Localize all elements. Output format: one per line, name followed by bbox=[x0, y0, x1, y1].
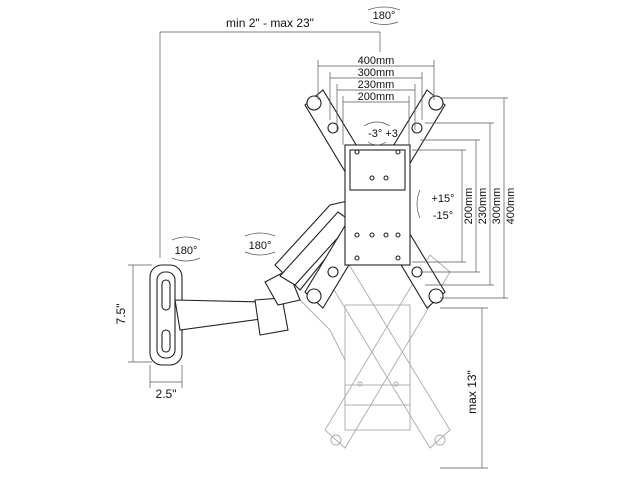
tilt-down-label: -15° bbox=[433, 210, 453, 222]
reach-dimension: min 2" - max 23" bbox=[159, 16, 381, 258]
v-dim-230: 230mm bbox=[477, 188, 489, 225]
plate-depth-label: 2.5" bbox=[156, 387, 177, 401]
vesa-bracket bbox=[304, 89, 446, 309]
top-rotation-label: 180° bbox=[373, 10, 396, 22]
lowered-position-ghost bbox=[299, 254, 451, 449]
tilt-up-label: +15° bbox=[431, 193, 454, 205]
wall-rotation-label: 180° bbox=[175, 245, 198, 257]
v-dim-300: 300mm bbox=[491, 188, 503, 225]
arm-rotation-label: 180° bbox=[249, 240, 272, 252]
h-dim-400: 400mm bbox=[358, 55, 395, 67]
v-dim-400: 400mm bbox=[505, 188, 517, 225]
wall-plate bbox=[149, 264, 183, 366]
arm-rotation: 180° bbox=[244, 232, 276, 256]
reach-label: min 2" - max 23" bbox=[226, 16, 314, 30]
plate-depth-dimension: 2.5" bbox=[149, 365, 183, 401]
max-drop-label: max 13" bbox=[465, 370, 479, 414]
plate-height-dimension: 7.5" bbox=[114, 264, 152, 363]
plate-height-label: 7.5" bbox=[114, 304, 128, 325]
max-drop-dimension: max 13" bbox=[440, 307, 488, 469]
swivel-indicator: -3° +3 bbox=[363, 121, 398, 146]
articulating-arm bbox=[174, 199, 359, 336]
horizontal-vesa-dims: 400mm 300mm 230mm 200mm bbox=[317, 55, 435, 145]
vertical-vesa-dims: 200mm 230mm 300mm 400mm bbox=[412, 97, 517, 299]
h-dim-230: 230mm bbox=[358, 79, 395, 91]
swivel-label: -3° +3 bbox=[368, 128, 398, 140]
v-dim-200: 200mm bbox=[463, 188, 475, 225]
tilt-indicator: +15° -15° bbox=[416, 189, 455, 222]
h-dim-200: 200mm bbox=[358, 91, 395, 103]
wall-rotation: 180° bbox=[171, 236, 201, 262]
h-dim-300: 300mm bbox=[358, 67, 395, 79]
top-rotation: 180° bbox=[367, 6, 401, 25]
